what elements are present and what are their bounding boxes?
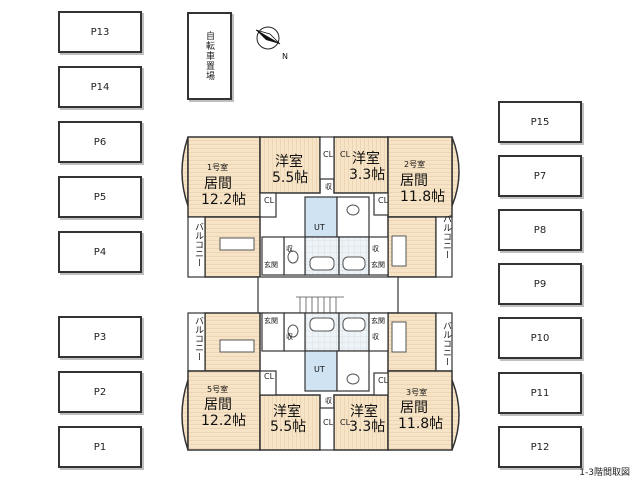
parking-label: P4 <box>93 246 107 258</box>
parking-slot-p8: P8 <box>498 209 582 251</box>
compass-north-label: N <box>282 52 288 61</box>
closet-label-bottom-4: CL <box>340 418 351 427</box>
entrance-label-5: 玄関 <box>264 317 278 325</box>
balcony-label-2: バルコニー <box>441 214 451 259</box>
living-label-2: 居間 <box>400 173 428 189</box>
storage-label-top-1: 収 <box>325 183 332 191</box>
bike-parking: 自転車置場 <box>187 12 232 100</box>
storage-label-top-3: 収 <box>372 245 379 253</box>
parking-slot-p13: P13 <box>58 11 142 53</box>
parking-label: P11 <box>530 387 550 399</box>
parking-label: P7 <box>533 170 547 182</box>
storage-label-top-2: 収 <box>286 245 293 253</box>
parking-label: P14 <box>90 81 110 93</box>
room-number-5: 5号室 <box>207 385 229 394</box>
living-size-3: 11.8帖 <box>398 416 444 432</box>
parking-label: P3 <box>93 331 107 343</box>
storage-label-bottom-3: 収 <box>325 397 332 405</box>
western-label-1: 洋室 <box>275 154 303 170</box>
western-label-5: 洋室 <box>273 404 301 420</box>
living-label-3: 居間 <box>400 400 428 416</box>
parking-slot-p15: P15 <box>498 101 582 143</box>
western-size-1: 5.5帖 <box>272 170 309 186</box>
parking-slot-p7: P7 <box>498 155 582 197</box>
western-size-5: 5.5帖 <box>270 419 307 435</box>
ut-label-top: UT <box>314 223 325 232</box>
living-size-1: 12.2帖 <box>201 192 247 208</box>
balcony-label-3: バルコニー <box>441 321 451 366</box>
parking-label: P1 <box>93 441 107 453</box>
parking-slot-p10: P10 <box>498 317 582 359</box>
entrance-label-1: 玄関 <box>264 261 278 269</box>
parking-label: P2 <box>93 386 107 398</box>
closet-label-bottom-2: CL <box>378 376 389 385</box>
parking-slot-p5: P5 <box>58 176 142 218</box>
parking-label: P12 <box>530 441 550 453</box>
living-size-2: 11.8帖 <box>400 189 446 205</box>
room-number-2: 2号室 <box>404 160 426 169</box>
living-label-5: 居間 <box>204 397 232 413</box>
balcony-label-5: バルコニー <box>193 316 203 361</box>
parking-label: P9 <box>533 278 547 290</box>
bike-parking-label: 自転車置場 <box>204 31 214 81</box>
closet-label-bottom-1: CL <box>264 372 275 381</box>
floor-plan-caption: 1-3階間取図 <box>579 468 630 478</box>
storage-label-bottom-2: 収 <box>372 333 379 341</box>
parking-slot-p1: P1 <box>58 426 142 468</box>
parking-slot-p4: P4 <box>58 231 142 273</box>
parking-slot-p6: P6 <box>58 121 142 163</box>
parking-label: P5 <box>93 191 107 203</box>
parking-label: P8 <box>533 224 547 236</box>
parking-slot-p14: P14 <box>58 66 142 108</box>
closet-label-top-2: CL <box>340 150 351 159</box>
western-size-3: 3.3帖 <box>349 419 386 435</box>
living-size-5: 12.2帖 <box>201 413 247 429</box>
ut-label-bottom: UT <box>314 365 325 374</box>
closet-label-top-1: CL <box>323 150 334 159</box>
parking-slot-p9: P9 <box>498 263 582 305</box>
living-label-1: 居間 <box>204 176 232 192</box>
western-size-2: 3.3帖 <box>349 167 386 183</box>
entrance-label-2: 玄関 <box>371 261 385 269</box>
parking-slot-p11: P11 <box>498 372 582 414</box>
room-number-3: 3号室 <box>406 388 428 397</box>
parking-label: P6 <box>93 136 107 148</box>
compass-icon <box>255 26 281 50</box>
room-number-1: 1号室 <box>207 163 229 172</box>
parking-slot-p12: P12 <box>498 426 582 468</box>
entrance-label-3: 玄関 <box>371 317 385 325</box>
parking-label: P15 <box>530 116 550 128</box>
parking-slot-p2: P2 <box>58 371 142 413</box>
parking-label: P13 <box>90 26 110 38</box>
storage-label-bottom-1: 収 <box>286 333 293 341</box>
parking-label: P10 <box>530 332 550 344</box>
closet-label-bottom-3: CL <box>323 418 334 427</box>
parking-slot-p3: P3 <box>58 316 142 358</box>
closet-label-top-3: CL <box>264 196 275 205</box>
western-label-3: 洋室 <box>350 404 378 420</box>
western-label-2: 洋室 <box>352 151 380 167</box>
balcony-label-1: バルコニー <box>193 222 203 267</box>
closet-label-top-4: CL <box>378 196 389 205</box>
